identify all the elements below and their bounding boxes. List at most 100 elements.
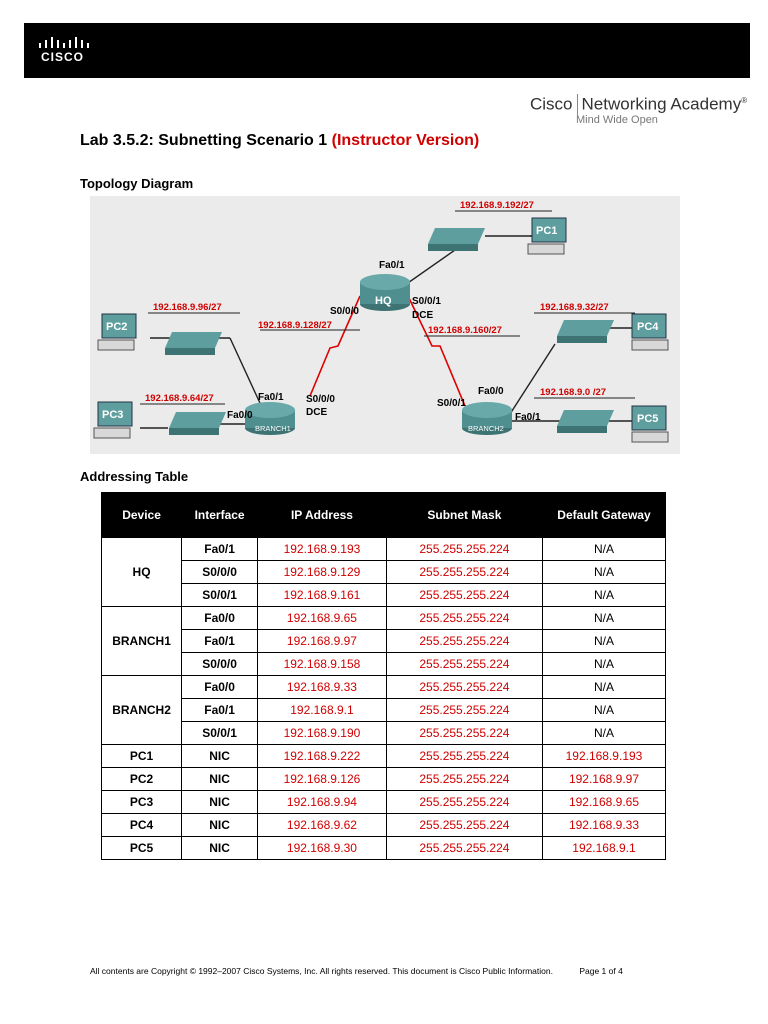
- table-row: S0/0/0 192.168.9.129 255.255.255.224 N/A: [102, 560, 667, 584]
- interface-cell: Fa0/1: [181, 629, 259, 653]
- interface-cell: S0/0/0: [181, 652, 259, 676]
- mask-cell: 255.255.255.224: [385, 744, 543, 768]
- column-header-device: Device: [100, 492, 183, 538]
- ip-cell: 192.168.9.97: [257, 629, 387, 653]
- ip-cell: 192.168.9.94: [257, 790, 387, 814]
- ip-cell: 192.168.9.222: [257, 744, 387, 768]
- table-row: S0/0/0 192.168.9.158 255.255.255.224 N/A: [102, 652, 667, 676]
- mask-cell: 255.255.255.224: [385, 629, 543, 653]
- gateway-cell: 192.168.9.33: [541, 813, 667, 837]
- mask-cell: 255.255.255.224: [385, 836, 543, 860]
- mask-cell: 255.255.255.224: [385, 675, 543, 699]
- gateway-cell: N/A: [541, 583, 667, 607]
- gateway-cell: N/A: [541, 675, 667, 699]
- interface-cell: NIC: [181, 767, 259, 791]
- table-row: Fa0/1 192.168.9.97 255.255.255.224 N/A: [102, 629, 667, 653]
- gateway-cell: 192.168.9.193: [541, 744, 667, 768]
- page-title-main: Lab 3.5.2: Subnetting Scenario 1: [80, 132, 328, 149]
- interface-cell: NIC: [181, 744, 259, 768]
- gateway-cell: N/A: [541, 698, 667, 722]
- mask-cell: 255.255.255.224: [385, 767, 543, 791]
- ip-cell: 192.168.9.1: [257, 698, 387, 722]
- ip-cell: 192.168.9.161: [257, 583, 387, 607]
- column-header-gateway: Default Gateway: [541, 492, 667, 538]
- gateway-cell: 192.168.9.1: [541, 836, 667, 860]
- router-icon: [245, 274, 512, 435]
- interface-label-b2-fa01: Fa0/1: [515, 412, 541, 423]
- gateway-cell: 192.168.9.97: [541, 767, 667, 791]
- page-title-version: (Instructor Version): [331, 132, 480, 149]
- interface-cell: S0/0/1: [181, 721, 259, 745]
- interface-label-b2-fa00: Fa0/0: [478, 386, 504, 397]
- table-row: Fa0/1 192.168.9.1 255.255.255.224 N/A: [102, 698, 667, 722]
- gateway-cell: N/A: [541, 606, 667, 630]
- table-row: PC5 NIC 192.168.9.30 255.255.255.224 192…: [100, 836, 667, 860]
- ip-cell: 192.168.9.62: [257, 813, 387, 837]
- ip-cell: 192.168.9.30: [257, 836, 387, 860]
- cisco-logo-text: CISCO: [41, 50, 85, 64]
- table-row: PC3 NIC 192.168.9.94 255.255.255.224 192…: [100, 790, 667, 814]
- mask-cell: 255.255.255.224: [385, 698, 543, 722]
- header-bar: CISCO: [24, 23, 750, 78]
- interface-label-b2-s001: S0/0/1: [437, 398, 466, 409]
- ip-cell: 192.168.9.193: [257, 537, 387, 561]
- cisco-logo: CISCO: [38, 37, 98, 67]
- mask-cell: 255.255.255.224: [385, 583, 543, 607]
- table-row: BRANCH2 Fa0/0 192.168.9.33 255.255.255.2…: [100, 675, 667, 745]
- copyright-text: All contents are Copyright © 1992–2007 C…: [90, 966, 553, 976]
- page-title: Lab 3.5.2: Subnetting Scenario 1 (Instru…: [80, 132, 479, 150]
- topology-heading: Topology Diagram: [80, 176, 194, 191]
- ip-cell: 192.168.9.158: [257, 652, 387, 676]
- device-cell: BRANCH2: [100, 675, 183, 745]
- academy-brand-cisco: Cisco: [530, 94, 573, 114]
- interface-cell: NIC: [181, 813, 259, 837]
- interface-label-b1-fa00: Fa0/0: [227, 410, 253, 421]
- ip-cell: 192.168.9.65: [257, 606, 387, 630]
- interface-cell: S0/0/0: [181, 560, 259, 584]
- device-cell: PC4: [100, 813, 183, 837]
- table-header-row: Device Interface IP Address Subnet Mask …: [100, 492, 667, 538]
- interface-label-b1-dce: DCE: [306, 407, 327, 418]
- addressing-table: Device Interface IP Address Subnet Mask …: [100, 492, 667, 860]
- network-label-wan2: 192.168.9.160/27: [428, 325, 502, 336]
- ip-cell: 192.168.9.126: [257, 767, 387, 791]
- router-branch2-label: BRANCH2: [468, 424, 504, 433]
- ip-cell: 192.168.9.33: [257, 675, 387, 699]
- gateway-cell: N/A: [541, 560, 667, 584]
- pc2-label: PC2: [106, 321, 127, 333]
- interface-label-hq-dce: DCE: [412, 310, 433, 321]
- pc4-label: PC4: [637, 321, 659, 333]
- interface-label-hq-fa01: Fa0/1: [379, 260, 405, 271]
- device-cell: PC5: [100, 836, 183, 860]
- interface-cell: Fa0/1: [181, 698, 259, 722]
- interface-cell: NIC: [181, 836, 259, 860]
- network-label-pc4: 192.168.9.32/27: [540, 302, 609, 313]
- device-cell: PC2: [100, 767, 183, 791]
- topology-diagram: HQ BRANCH1 BRANCH2 PC1 PC2 PC3 PC4 PC5 1…: [90, 196, 680, 454]
- table-row: S0/0/1 192.168.9.161 255.255.255.224 N/A: [102, 583, 667, 607]
- network-label-wan1: 192.168.9.128/27: [258, 320, 332, 331]
- ip-cell: 192.168.9.129: [257, 560, 387, 584]
- network-label-pc3: 192.168.9.64/27: [145, 393, 214, 404]
- interface-label-hq-s001: S0/0/1: [412, 296, 441, 307]
- ip-cell: 192.168.9.190: [257, 721, 387, 745]
- interface-cell: Fa0/0: [181, 675, 259, 699]
- gateway-cell: N/A: [541, 629, 667, 653]
- device-cell: HQ: [100, 537, 183, 607]
- mask-cell: 255.255.255.224: [385, 790, 543, 814]
- network-label-pc2: 192.168.9.96/27: [153, 302, 222, 313]
- table-row: HQ Fa0/1 192.168.9.193 255.255.255.224 N…: [100, 537, 667, 607]
- device-cell: PC3: [100, 790, 183, 814]
- mask-cell: 255.255.255.224: [385, 560, 543, 584]
- mask-cell: 255.255.255.224: [385, 721, 543, 745]
- mask-cell: 255.255.255.224: [385, 652, 543, 676]
- table-row: BRANCH1 Fa0/0 192.168.9.65 255.255.255.2…: [100, 606, 667, 676]
- interface-cell: NIC: [181, 790, 259, 814]
- gateway-cell: N/A: [541, 721, 667, 745]
- interface-cell: S0/0/1: [181, 583, 259, 607]
- column-header-interface: Interface: [181, 492, 259, 538]
- table-row: PC2 NIC 192.168.9.126 255.255.255.224 19…: [100, 767, 667, 791]
- gateway-cell: 192.168.9.65: [541, 790, 667, 814]
- table-row: PC1 NIC 192.168.9.222 255.255.255.224 19…: [100, 744, 667, 768]
- mask-cell: 255.255.255.224: [385, 606, 543, 630]
